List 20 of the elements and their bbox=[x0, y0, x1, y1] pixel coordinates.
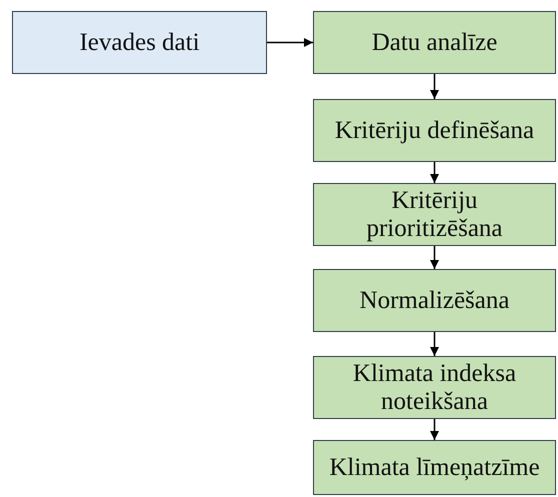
arrow bbox=[430, 74, 439, 99]
arrow bbox=[267, 38, 313, 47]
arrow bbox=[430, 246, 439, 269]
arrow bbox=[430, 419, 439, 440]
process-box bbox=[12, 11, 267, 74]
box-label: Klimata indeksa noteikšana bbox=[352, 360, 518, 415]
box-label: Kritēriju prioritizēšana bbox=[365, 187, 504, 242]
box-label: Datu analīze bbox=[372, 28, 498, 56]
box-label: Klimata līmeņatzīme bbox=[329, 454, 540, 482]
process-box bbox=[313, 356, 556, 419]
arrow bbox=[430, 332, 439, 356]
process-box bbox=[313, 269, 556, 332]
box-label: Kritēriju definēšana bbox=[334, 116, 534, 144]
box-label: Ievades dati bbox=[79, 28, 200, 56]
box-label: Normalizēšana bbox=[360, 286, 510, 314]
process-box bbox=[313, 99, 556, 162]
process-box bbox=[313, 440, 556, 495]
process-box bbox=[313, 183, 556, 246]
process-box bbox=[313, 11, 556, 74]
arrow bbox=[430, 162, 439, 183]
